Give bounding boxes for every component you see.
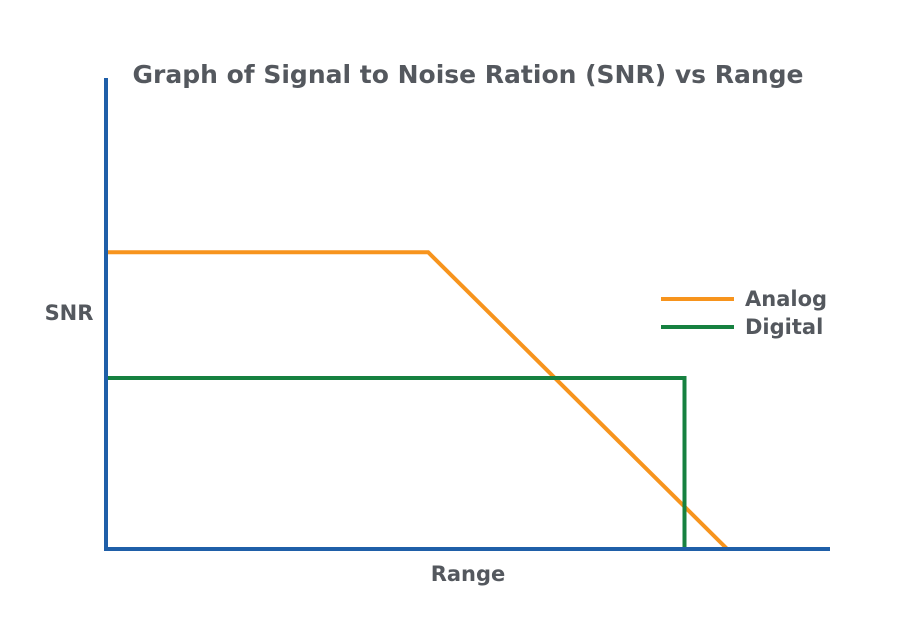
- x-axis-label: Range: [431, 562, 506, 586]
- series-layer: [106, 250, 729, 551]
- legend-label-analog: Analog: [745, 287, 827, 311]
- series-line-analog: [106, 250, 729, 551]
- series-line-digital: [106, 376, 687, 549]
- y-axis-label: SNR: [45, 301, 94, 325]
- legend-label-digital: Digital: [745, 315, 823, 339]
- chart-title: Graph of Signal to Noise Ration (SNR) vs…: [132, 60, 803, 89]
